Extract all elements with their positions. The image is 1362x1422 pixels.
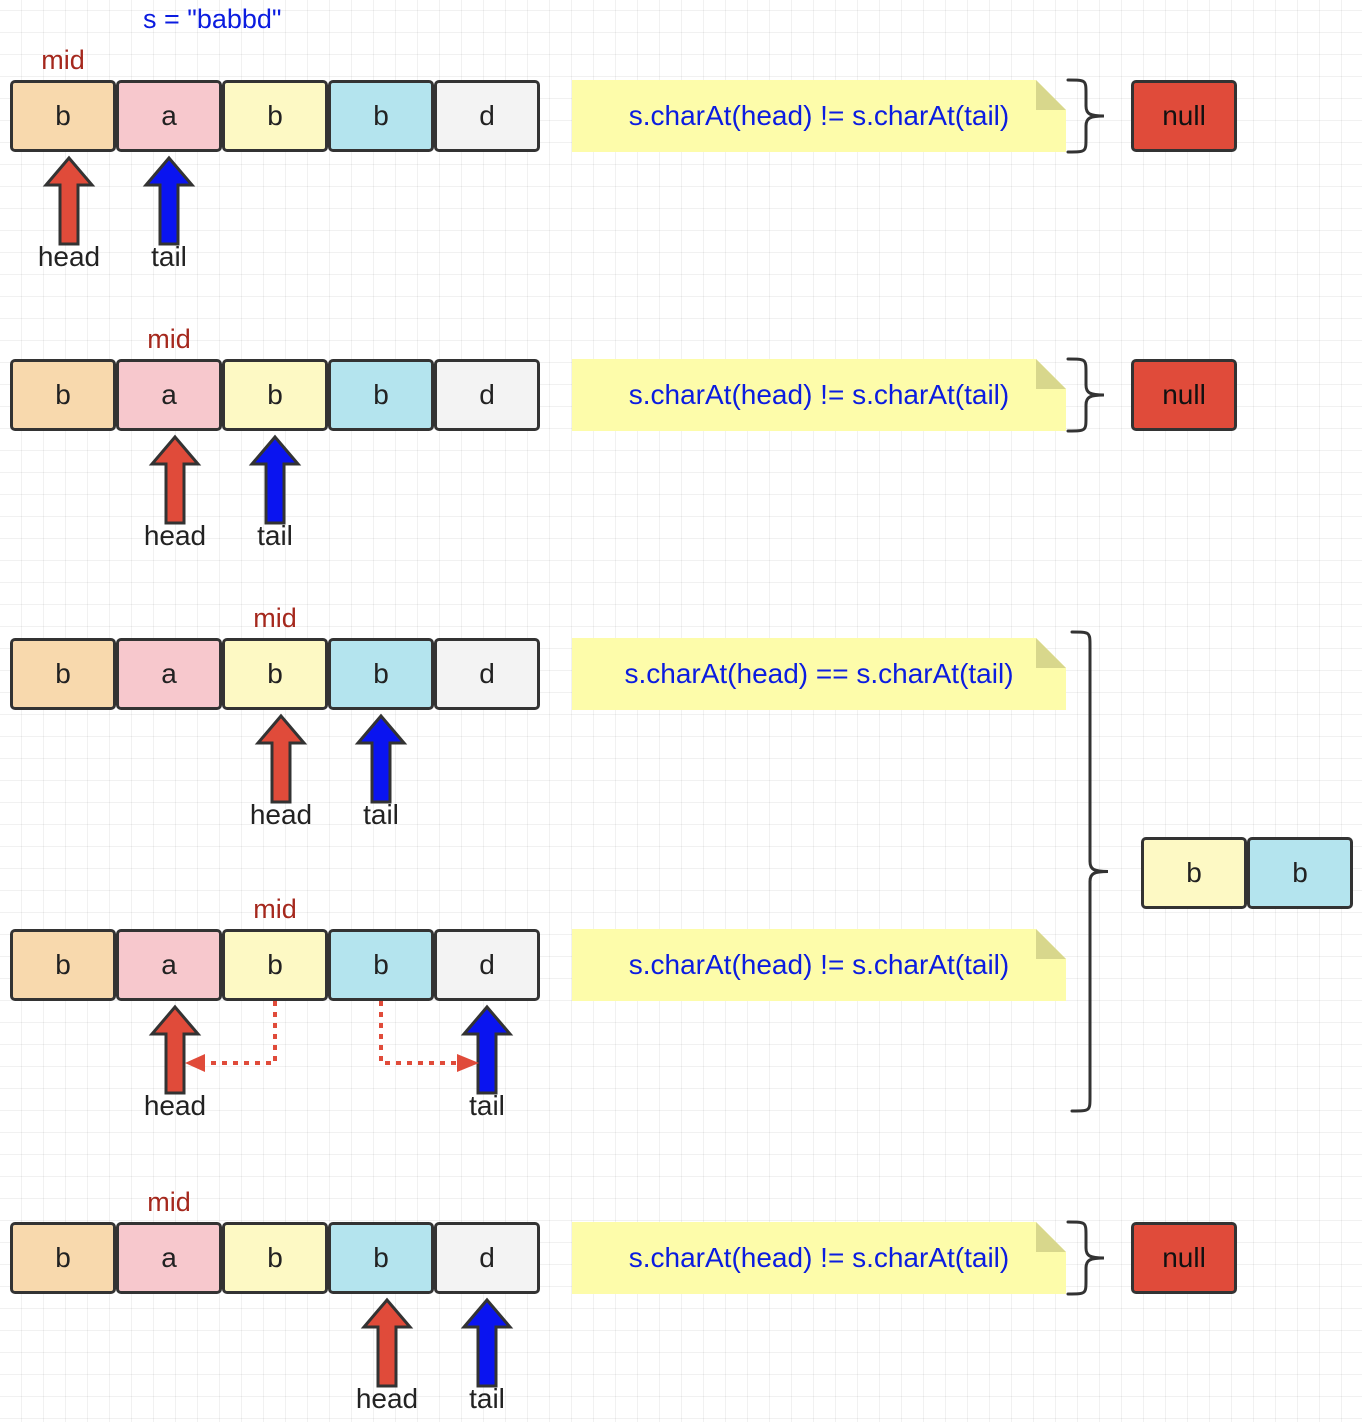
condition-note: s.charAt(head) != s.charAt(tail): [572, 929, 1066, 1001]
mid-label: mid: [253, 894, 297, 924]
expand-left-arrowhead: [185, 1054, 205, 1072]
char-cell: a: [116, 359, 222, 431]
char-cell: b: [10, 80, 116, 152]
char-cell: d: [434, 638, 540, 710]
condition-note: s.charAt(head) != s.charAt(tail): [572, 80, 1066, 152]
char-cell: b: [10, 1222, 116, 1294]
null-result: null: [1131, 1222, 1237, 1294]
tail-arrow: [460, 1297, 514, 1388]
head-arrow: [148, 434, 202, 525]
tail-arrow: [248, 434, 302, 525]
head-label: head: [37, 241, 101, 272]
tail-label: tail: [257, 520, 293, 551]
tail-label: tail: [151, 241, 187, 272]
char-cell: b: [10, 929, 116, 1001]
head-arrow: [254, 713, 308, 804]
expand-left-dotted: [201, 1001, 277, 1065]
tail-arrow: [460, 1004, 514, 1095]
head-arrow: [360, 1297, 414, 1388]
expand-right-dotted: [379, 1001, 461, 1065]
char-cell: a: [116, 80, 222, 152]
null-result: null: [1131, 80, 1237, 152]
head-arrow: [148, 1004, 202, 1095]
char-cell: d: [434, 80, 540, 152]
char-cell: b: [222, 80, 328, 152]
condition-note: s.charAt(head) == s.charAt(tail): [572, 638, 1066, 710]
mid-label: mid: [147, 324, 191, 354]
head-label: head: [355, 1383, 419, 1414]
result-cell: b: [1247, 837, 1353, 909]
combined-brace: [1070, 630, 1109, 1113]
char-cell: b: [222, 1222, 328, 1294]
char-cell: b: [10, 638, 116, 710]
char-cell: b: [222, 929, 328, 1001]
tail-arrow: [354, 713, 408, 804]
char-cell: d: [434, 359, 540, 431]
result-brace: [1066, 78, 1105, 154]
char-cell: b: [328, 929, 434, 1001]
char-cell: b: [328, 359, 434, 431]
expand-right-arrowhead: [457, 1054, 479, 1072]
result-cell: b: [1141, 837, 1247, 909]
mid-label: mid: [147, 1187, 191, 1217]
char-cell: b: [328, 80, 434, 152]
condition-note: s.charAt(head) != s.charAt(tail): [572, 1222, 1066, 1294]
char-cell: a: [116, 929, 222, 1001]
condition-note: s.charAt(head) != s.charAt(tail): [572, 359, 1066, 431]
char-cell: b: [222, 638, 328, 710]
null-result: null: [1131, 359, 1237, 431]
string-title: s = "babbd": [143, 4, 282, 34]
char-cell: b: [328, 638, 434, 710]
tail-label: tail: [469, 1090, 505, 1121]
char-cell: a: [116, 638, 222, 710]
tail-label: tail: [363, 799, 399, 830]
mid-label: mid: [41, 45, 85, 75]
char-cell: d: [434, 929, 540, 1001]
char-cell: d: [434, 1222, 540, 1294]
char-cell: b: [222, 359, 328, 431]
head-label: head: [249, 799, 313, 830]
char-cell: a: [116, 1222, 222, 1294]
head-label: head: [143, 1090, 207, 1121]
head-label: head: [143, 520, 207, 551]
char-cell: b: [10, 359, 116, 431]
tail-arrow: [142, 155, 196, 246]
result-brace: [1066, 1220, 1105, 1296]
head-arrow: [42, 155, 96, 246]
char-cell: b: [328, 1222, 434, 1294]
result-brace: [1066, 357, 1105, 433]
mid-label: mid: [253, 603, 297, 633]
tail-label: tail: [469, 1383, 505, 1414]
